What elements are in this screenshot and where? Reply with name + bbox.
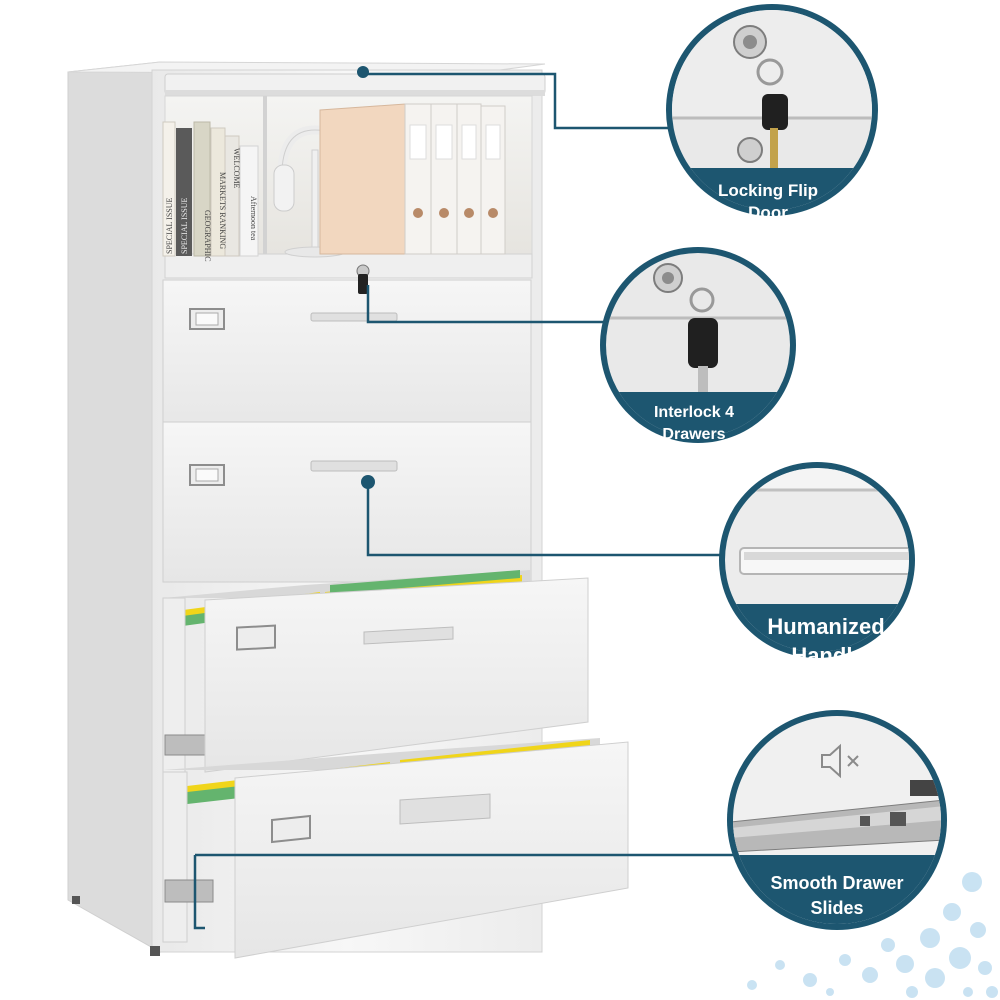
- book-spine-1: SPECIAL ISSUE: [165, 198, 174, 254]
- callout-smooth-drawer-slides: Smooth Drawer Slides: [727, 710, 947, 930]
- filing-cabinet: SPECIAL ISSUE SPECIAL ISSUE GEOGRAPHIC M…: [67, 61, 629, 959]
- book-spine-4: MARKETS RANKING: [218, 172, 227, 249]
- callout-4-line-1: Smooth Drawer: [770, 873, 903, 893]
- drawer-3: [162, 570, 589, 774]
- callout-1-line-1: Locking Flip: [718, 181, 818, 200]
- callout-4-line-2: Slides: [810, 898, 863, 918]
- callout-locking-flip-door: Locking Flip Door: [666, 4, 878, 222]
- callout-lines: [193, 66, 750, 930]
- callout-3-line-2: Handle: [791, 643, 864, 668]
- drawer-1: [162, 264, 532, 439]
- callout-interlock-drawers: Interlock 4 Drawers: [600, 247, 796, 443]
- mute-icon: [821, 743, 859, 779]
- callout-1-line-2: Door: [748, 203, 788, 222]
- books: SPECIAL ISSUE SPECIAL ISSUE GEOGRAPHIC M…: [162, 121, 259, 262]
- book-spine-3: GEOGRAPHIC: [203, 210, 212, 262]
- drawer-4: [162, 738, 629, 959]
- book-spine-2: SPECIAL ISSUE: [180, 198, 189, 254]
- drawer-2: [162, 421, 532, 583]
- book-spine-6: Afternoon tea: [249, 196, 258, 241]
- callout-3-line-1: Humanized: [767, 614, 884, 639]
- callout-2-line-1: Interlock 4: [654, 404, 734, 421]
- callout-2-line-2: Drawers: [662, 426, 725, 443]
- callout-humanized-handle: Humanized Handle: [719, 462, 915, 668]
- background-dots: [747, 872, 998, 998]
- book-spine-5: WELCOME: [232, 148, 241, 189]
- binders: [319, 103, 506, 255]
